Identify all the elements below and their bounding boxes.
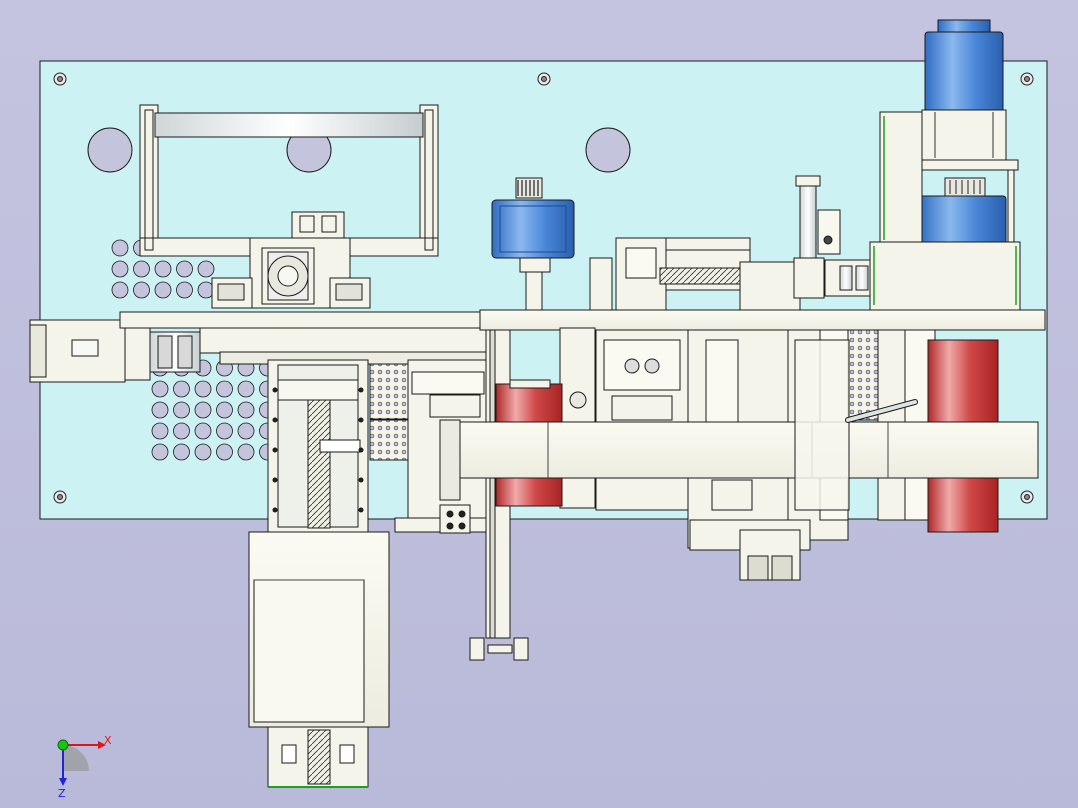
main-horizontal-rail bbox=[119, 309, 1046, 365]
gear-reducer bbox=[211, 211, 371, 309]
axis-z-label: Z bbox=[58, 787, 66, 800]
handle-frame bbox=[139, 104, 439, 257]
plate-hole bbox=[176, 281, 193, 299]
plate-hole bbox=[237, 380, 255, 398]
plate-hole bbox=[173, 443, 190, 461]
plate-hole bbox=[173, 401, 190, 419]
plate-hole bbox=[197, 260, 215, 278]
plate-hole bbox=[237, 401, 255, 419]
plate-hole bbox=[194, 422, 212, 440]
mounting-bolts bbox=[53, 72, 1034, 504]
plate-hole bbox=[216, 422, 233, 440]
plate-hole bbox=[237, 443, 255, 461]
plate-hole bbox=[151, 443, 169, 461]
plate-hole bbox=[173, 422, 190, 440]
plate-hole bbox=[194, 380, 212, 398]
plate-hole bbox=[194, 401, 212, 419]
plate-hole bbox=[111, 260, 129, 278]
plate-hole bbox=[216, 443, 233, 461]
plate-hole bbox=[237, 422, 255, 440]
axis-x-label: X bbox=[104, 734, 112, 747]
plate-hole bbox=[216, 380, 233, 398]
plate-hole bbox=[194, 443, 212, 461]
plate-hole bbox=[133, 281, 150, 299]
plate-hole bbox=[111, 239, 129, 257]
axis-triad: X Z bbox=[57, 734, 112, 800]
left-servo-motor bbox=[29, 319, 201, 383]
perforated-plates bbox=[369, 363, 409, 461]
plate-hole bbox=[154, 260, 172, 278]
right-motor-stack bbox=[869, 19, 1021, 311]
clearance-holes bbox=[87, 127, 631, 173]
plate-hole bbox=[111, 281, 129, 299]
plate-hole bbox=[176, 260, 193, 278]
plate-hole bbox=[173, 380, 190, 398]
plate-hole bbox=[151, 380, 169, 398]
plate-hole bbox=[151, 401, 169, 419]
center-blue-motor bbox=[491, 177, 575, 311]
plate-hole bbox=[216, 401, 233, 419]
lead-screw-assembly bbox=[589, 175, 876, 311]
vertical-linear-module bbox=[248, 359, 390, 788]
horizontal-belt bbox=[459, 339, 1039, 511]
plate-hole bbox=[151, 422, 169, 440]
plate-hole bbox=[133, 260, 150, 278]
plate-hole bbox=[154, 281, 172, 299]
